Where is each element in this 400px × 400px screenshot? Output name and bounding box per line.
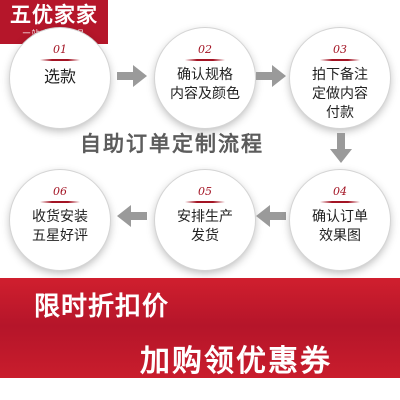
step-divider [40,59,80,61]
arrow-left-icon [117,205,147,227]
step-divider [320,59,360,61]
step-number: 03 [333,43,347,56]
promo-coupon-text: 加购领优惠券 [140,344,332,379]
step-number: 01 [53,43,67,56]
step-05-circle: 05 安排生产 发货 [155,170,255,270]
promo-banner-discount: 限时折扣价 [0,278,400,326]
step-01-circle: 01 选款 [10,28,110,128]
arrow-right-icon [256,65,286,87]
step-02-circle: 02 确认规格 内容及颜色 [155,28,255,128]
step-label: 确认规格 内容及颜色 [170,67,240,102]
promo-band [0,326,400,378]
arrow-left-icon [256,205,286,227]
step-number: 04 [333,185,347,198]
step-divider [185,59,225,61]
step-number: 06 [53,185,67,198]
step-04-circle: 04 确认订单 效果图 [290,170,390,270]
promo-discount-text: 限时折扣价 [34,292,170,322]
step-label: 安排生产 发货 [177,209,233,244]
step-label: 确认订单 效果图 [312,209,368,244]
arrow-right-icon [117,65,147,87]
step-label: 选款 [43,67,76,86]
step-06-circle: 06 收货安装 五星好评 [10,170,110,270]
step-label: 收货安装 五星好评 [32,209,88,244]
step-number: 02 [198,43,212,56]
step-divider [40,201,80,203]
step-divider [185,201,225,203]
step-label: 拍下备注 定做内容 付款 [312,67,368,121]
step-number: 05 [198,185,212,198]
step-03-circle: 03 拍下备注 定做内容 付款 [290,28,390,128]
process-title: 自助订单定制流程 [80,132,264,156]
brand-name: 五优家家 [10,3,98,27]
step-divider [320,201,360,203]
arrow-down-icon [330,133,352,163]
promo-banner-coupon: 加购领优惠券 [0,326,400,400]
